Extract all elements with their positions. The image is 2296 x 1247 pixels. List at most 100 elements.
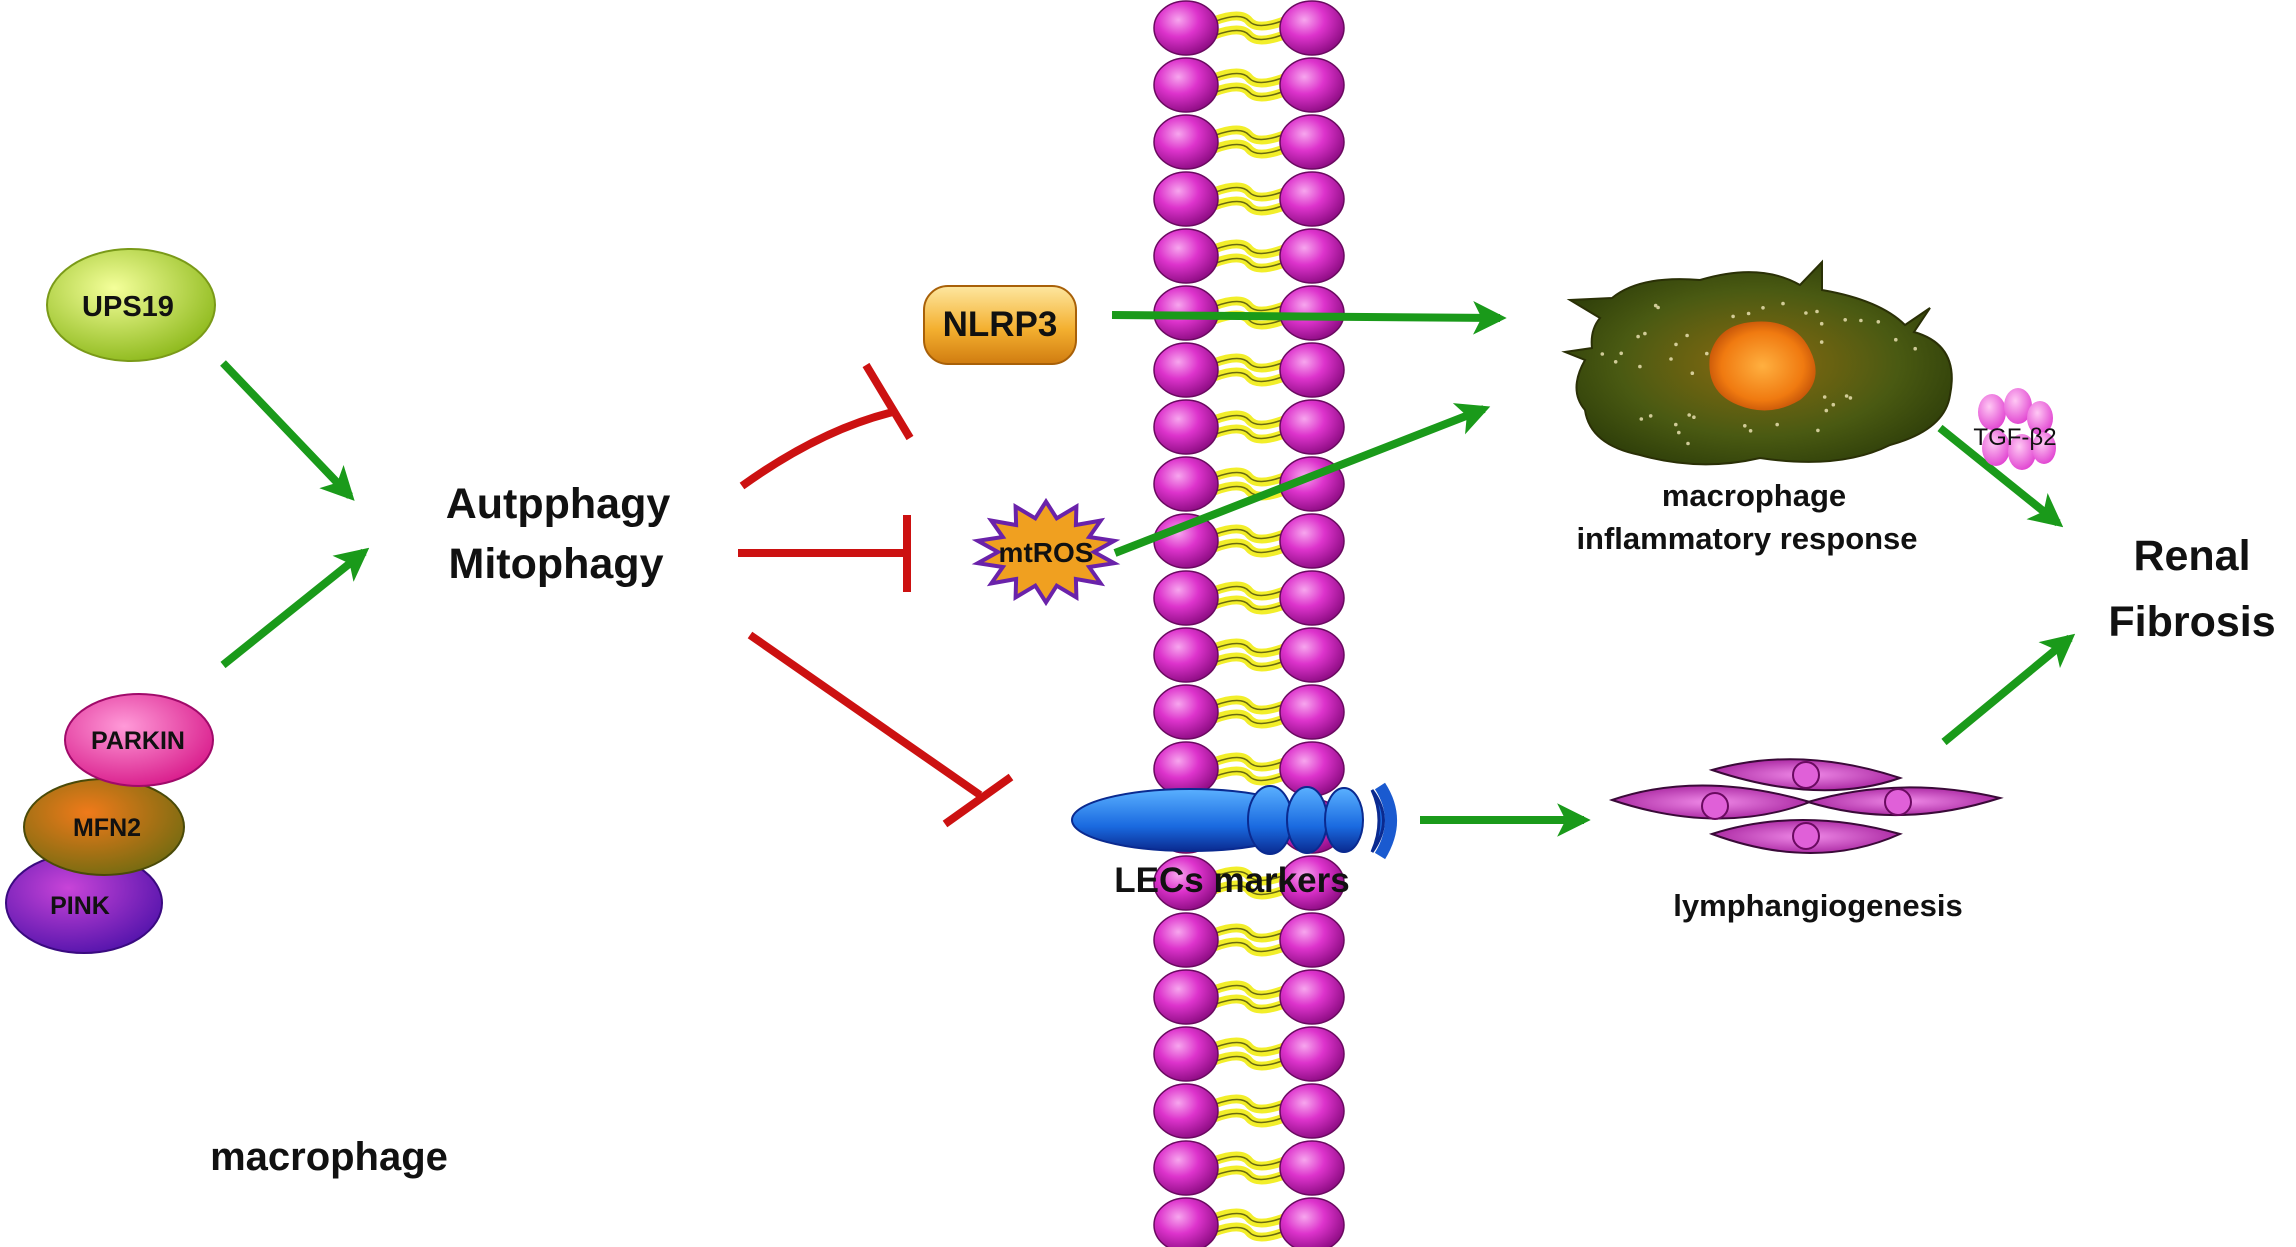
- macrophage-speckle: [1638, 364, 1642, 369]
- macrophage-speckle: [1674, 342, 1678, 347]
- lipid-tail-outline: [1215, 1212, 1283, 1224]
- lipid-head: [1279, 399, 1345, 455]
- lipid-tail-outline: [1215, 1098, 1283, 1110]
- tgf-b2-icon: [1978, 388, 2056, 470]
- lipid-tail-outline: [1215, 528, 1283, 540]
- macrophage-speckle: [1743, 424, 1747, 428]
- lipid-head: [1153, 855, 1219, 911]
- lipid-head: [1153, 1197, 1219, 1247]
- lipid-head: [1153, 1140, 1219, 1196]
- lipid-head: [1279, 513, 1345, 569]
- lipid-head: [1153, 684, 1219, 740]
- lipid-head: [1279, 0, 1345, 56]
- lipid-tail-outline: [1215, 243, 1283, 255]
- lipid-tail-outline: [1215, 257, 1283, 269]
- macrophage-speckle: [1843, 318, 1847, 322]
- macrophage-speckle: [1876, 320, 1881, 324]
- ups19-label: UPS19: [82, 291, 174, 323]
- lipid-tail-outline: [1215, 300, 1283, 312]
- macrophage-speckle: [1816, 428, 1820, 433]
- macrophage-speckle: [1819, 340, 1824, 344]
- lipid-tail-outline: [1215, 428, 1283, 440]
- lipid-tail-outline: [1215, 371, 1283, 383]
- lipid-tail-outline: [1215, 884, 1283, 896]
- lipid-head: [1279, 855, 1345, 911]
- macrophage-speckle: [1674, 422, 1678, 427]
- macrophage-speckle: [1819, 321, 1824, 326]
- mfn2-protein-icon: MFN2: [23, 778, 185, 876]
- macrophage-speckle: [1775, 422, 1779, 427]
- lipid-head: [1279, 1026, 1345, 1082]
- inhibit-lecs: [747, 631, 1014, 828]
- pink-label: PINK: [50, 892, 110, 920]
- lipid-tail-outline: [1215, 998, 1283, 1010]
- lipid-tail-outline: [1215, 86, 1283, 98]
- lipid-head: [1153, 171, 1219, 227]
- ups19-protein-icon: UPS19: [46, 248, 216, 362]
- macrophage-speckle: [1613, 360, 1618, 364]
- macrophage-speckle: [1656, 305, 1660, 310]
- lipid-head: [1153, 570, 1219, 626]
- lymphatic-endothelial-cells-icon: [1608, 758, 2004, 854]
- mtros-node: mtROS: [971, 497, 1121, 607]
- lipid-head: [1153, 0, 1219, 56]
- lipid-tail-outline: [1215, 941, 1283, 953]
- macrophage-speckle: [1859, 318, 1863, 323]
- macrophage-speckle: [1781, 301, 1785, 306]
- macrophage-speckle: [1705, 351, 1709, 356]
- macrophage-speckle: [1804, 311, 1808, 315]
- lipid-tail-outline: [1215, 870, 1283, 882]
- inhibit-mtros: [738, 515, 911, 592]
- lipid-head: [1153, 228, 1219, 284]
- lipid-tail-outline: [1215, 542, 1283, 554]
- lipid-tail-outline: [1215, 1041, 1283, 1053]
- lipid-tail-outline: [1215, 1112, 1283, 1124]
- macrophage-speckle: [1686, 441, 1690, 446]
- lipid-tail-outline: [1215, 143, 1283, 155]
- lipid-head: [1279, 1083, 1345, 1139]
- lipid-tail-outline: [1215, 1155, 1283, 1167]
- macrophage-speckle: [1639, 417, 1644, 421]
- lipid-tail-outline: [1215, 29, 1283, 41]
- lipid-head: [1153, 57, 1219, 113]
- lipid-tail-outline: [1215, 699, 1283, 711]
- tgf-b2-label: TGF-β2: [1973, 424, 2056, 451]
- macrophage-speckle: [1824, 408, 1829, 413]
- lipid-bilayer-membrane: [1153, 0, 1345, 1247]
- autophagy-label: Autpphagy: [446, 480, 671, 528]
- lipid-tail-outline: [1215, 927, 1283, 939]
- macrophage-speckle: [1669, 357, 1673, 361]
- macrophage-speckle: [1643, 331, 1647, 336]
- macrophage-cell-icon: [1561, 259, 1953, 466]
- lipid-head: [1153, 114, 1219, 170]
- arrow-lymph-to-fibrosis: [1941, 633, 2076, 746]
- lipid-tail-outline: [1215, 471, 1283, 483]
- lipid-tail-outline: [1215, 1169, 1283, 1181]
- lipid-head: [1279, 114, 1345, 170]
- lipid-head: [1153, 741, 1219, 797]
- lipid-tail-outline: [1215, 713, 1283, 725]
- arrow-mtros-to-macrophage: [1113, 403, 1491, 557]
- inhibit-nlrp3: [739, 362, 914, 490]
- macrophage-speckle: [1848, 396, 1853, 400]
- macrophage-cell-label: macrophage: [210, 1135, 448, 1179]
- lipid-head: [1153, 399, 1219, 455]
- lipid-tail-outline: [1215, 585, 1283, 597]
- lipid-head: [1279, 627, 1345, 683]
- macrophage-speckle: [1894, 337, 1898, 342]
- lipid-tail-outline: [1215, 1226, 1283, 1238]
- lipid-tail-outline: [1215, 984, 1283, 996]
- arrow-macrophage-to-fibrosis: [1937, 424, 2064, 528]
- lecs-markers-label: LECs markers: [1114, 861, 1349, 900]
- macrophage-speckle: [1653, 303, 1658, 308]
- macrophage-speckle: [1748, 429, 1753, 433]
- mitophagy-label: Mitophagy: [449, 540, 664, 588]
- macrophage-speckle: [1731, 314, 1735, 319]
- nlrp3-label: NLRP3: [943, 305, 1058, 344]
- lipid-tail-outline: [1215, 414, 1283, 426]
- mtros-label: mtROS: [999, 537, 1094, 568]
- macrophage-speckle: [1685, 333, 1689, 338]
- lipid-head: [1279, 684, 1345, 740]
- lipid-tail-outline: [1215, 200, 1283, 212]
- lipid-head: [1279, 342, 1345, 398]
